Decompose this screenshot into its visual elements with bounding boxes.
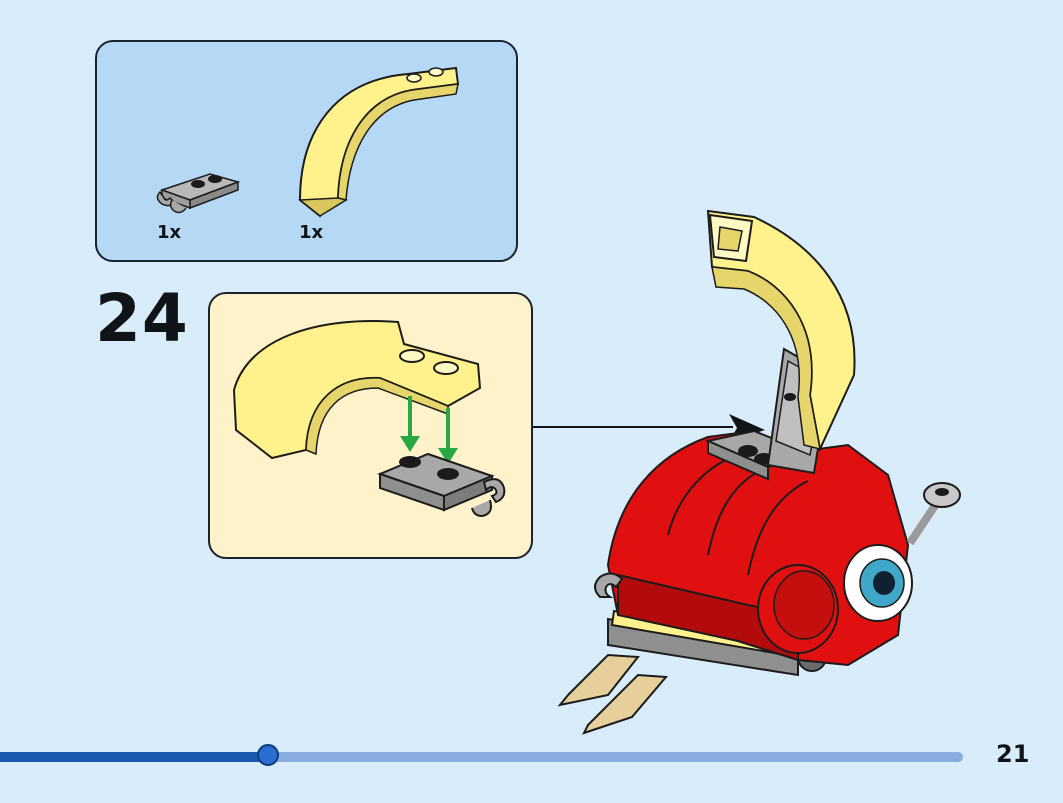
page-number: 21 xyxy=(996,740,1030,768)
progress-track xyxy=(0,752,963,762)
part-quantity-plate: 1x xyxy=(157,222,182,243)
step-number: 24 xyxy=(95,280,189,357)
yellow-curved-arch-icon xyxy=(297,66,460,218)
part-quantity-arch: 1x xyxy=(299,222,324,243)
red-creature-model-illustration xyxy=(557,209,961,735)
arrow-down-icon xyxy=(400,436,420,452)
arrow-down-icon xyxy=(438,448,458,464)
progress-handle[interactable] xyxy=(257,744,279,766)
tan-leg xyxy=(557,653,640,707)
gray-plate-with-clip-icon xyxy=(156,173,241,214)
progress-fill xyxy=(0,752,268,762)
callout-subassembly-illustration xyxy=(232,320,506,518)
